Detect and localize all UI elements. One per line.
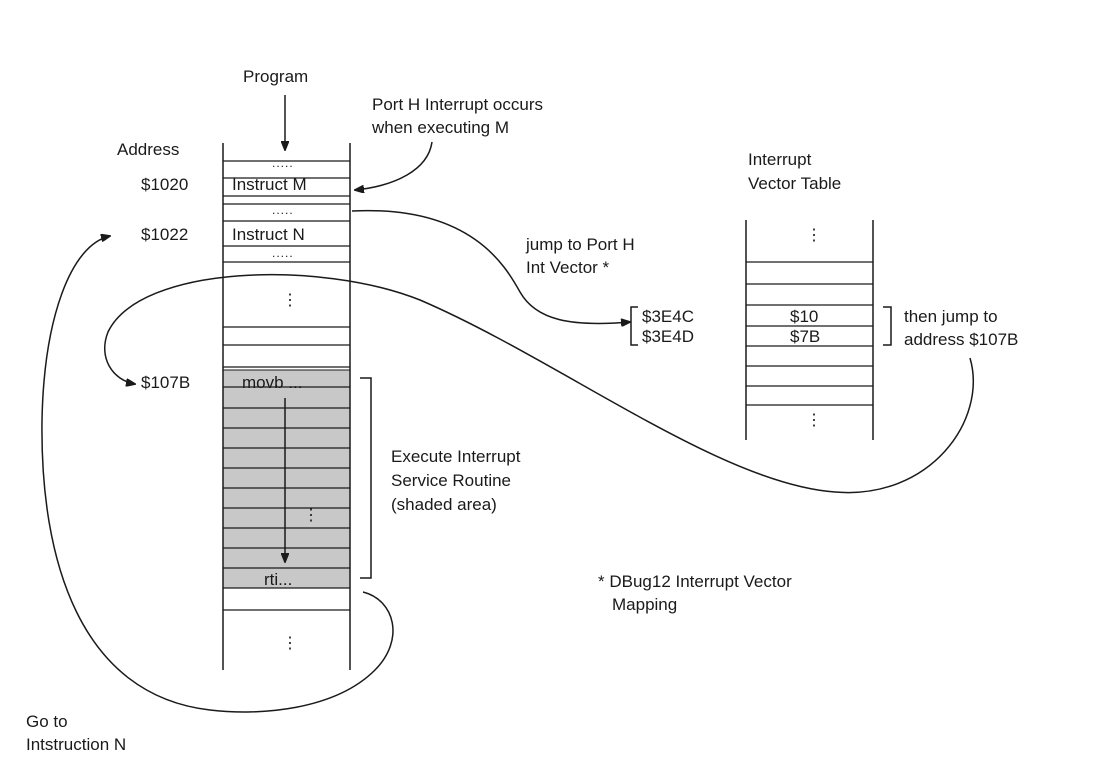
jump-note-line1: jump to Port H <box>525 235 635 254</box>
jump-to-isr-curve <box>103 273 975 494</box>
then-jump-line2: address $107B <box>904 330 1018 349</box>
ivt-address-3e4c: $3E4C <box>642 307 694 326</box>
isr-rti-instruction: rti... <box>264 570 292 589</box>
program-label: Program <box>243 67 308 86</box>
footnote-line1: * DBug12 Interrupt Vector <box>598 572 792 591</box>
address-header: Address <box>117 140 179 159</box>
goto-line2: Intstruction N <box>26 735 126 754</box>
ivt-value-7b: $7B <box>790 327 820 346</box>
interrupt-note-line2: when executing M <box>371 118 509 137</box>
memory-row-dividers <box>223 160 350 611</box>
ivt-title-line2: Vector Table <box>748 174 841 193</box>
ivt-value-bracket <box>883 306 892 346</box>
cell-dots-1: ..... <box>272 156 294 170</box>
isr-note-line3: (shaded area) <box>391 495 497 514</box>
cell-dots-2: ..... <box>272 203 294 217</box>
goto-line1: Go to <box>26 712 68 731</box>
isr-first-instruction: movb ... <box>242 373 302 392</box>
ivt-value-10: $10 <box>790 307 818 326</box>
cell-dots-3: ..... <box>272 246 294 260</box>
ivt-row-dividers <box>746 261 873 406</box>
isr-note-line1: Execute Interrupt <box>391 447 521 466</box>
isr-ellipsis: ⋮ <box>303 507 319 524</box>
ivt-ellipsis-top: ⋮ <box>806 227 822 244</box>
instruct-m-cell: Instruct M <box>232 175 307 194</box>
memory-ellipsis-bottom: ⋮ <box>282 635 298 652</box>
then-jump-line1: then jump to <box>904 307 998 326</box>
interrupt-note-line1: Port H Interrupt occurs <box>372 95 543 114</box>
address-107b: $107B <box>141 373 190 392</box>
footnote-line2: Mapping <box>612 595 677 614</box>
jump-to-vector-arrow <box>351 209 630 324</box>
ivt-address-bracket <box>630 306 638 346</box>
ivt-title-line1: Interrupt <box>748 150 812 169</box>
memory-ellipsis-top: ⋮ <box>282 292 298 309</box>
address-1022: $1022 <box>141 225 188 244</box>
isr-bracket <box>360 377 372 579</box>
return-to-instruction-n-curve <box>41 236 394 713</box>
jump-note-line2: Int Vector * <box>526 258 610 277</box>
interrupt-occurs-arrow <box>355 141 433 190</box>
isr-shaded-area <box>222 369 351 589</box>
instruct-n-cell: Instruct N <box>232 225 305 244</box>
program-memory-column <box>222 143 351 670</box>
ivt-address-3e4d: $3E4D <box>642 327 694 346</box>
address-1020: $1020 <box>141 175 188 194</box>
isr-note-line2: Service Routine <box>391 471 511 490</box>
ivt-ellipsis-bottom: ⋮ <box>806 412 822 429</box>
interrupt-vector-table <box>745 220 874 440</box>
